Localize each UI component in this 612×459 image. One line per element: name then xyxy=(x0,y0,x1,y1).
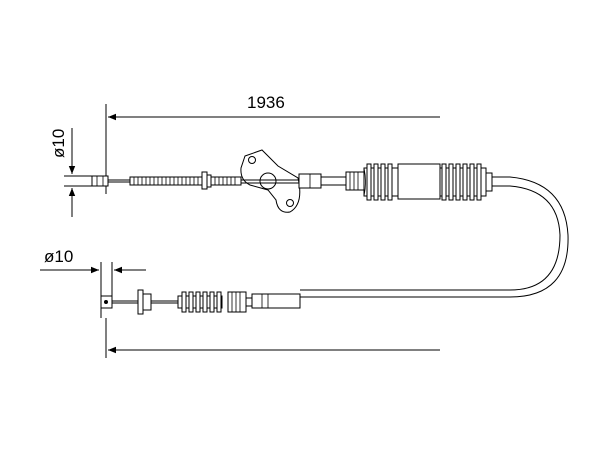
mounting-bracket xyxy=(240,149,301,213)
bottom-diameter-label: ø10 xyxy=(44,247,73,266)
top-diameter-label: ø10 xyxy=(49,129,68,158)
top-diameter-dimension: ø10 xyxy=(49,128,100,217)
cable-loop xyxy=(300,176,569,298)
bottom-diameter-dimension: ø10 xyxy=(40,247,146,318)
upper-cable-end xyxy=(91,171,242,190)
length-label: 1936 xyxy=(247,93,285,112)
upper-thread xyxy=(133,177,199,185)
lower-cable-end xyxy=(100,289,301,315)
upper-sleeve-boot xyxy=(298,163,493,201)
length-dimension-bottom xyxy=(105,318,440,358)
